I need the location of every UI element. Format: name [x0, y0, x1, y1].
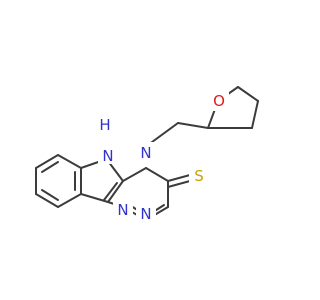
- bond: [57, 154, 82, 169]
- pyrrole-ring: [80, 159, 124, 203]
- double-bond-line: [41, 189, 59, 201]
- bond: [251, 100, 259, 129]
- thione-group: [167, 174, 191, 188]
- double-bond-line: [41, 161, 59, 173]
- atom-n1: N: [113, 201, 133, 219]
- benzene-ring: [35, 154, 82, 208]
- atom-label-h: H: [99, 116, 110, 134]
- bond: [35, 154, 59, 169]
- atom-label-n: N: [117, 201, 128, 219]
- structure-canvas: N H N N N S O: [35, 86, 259, 227]
- bond: [167, 174, 191, 182]
- atom-sulfur: S: [189, 167, 209, 185]
- molecule-structure: N H N N N S O: [35, 86, 259, 227]
- atom-nh-indole: N H: [95, 116, 118, 165]
- atom-label-s: S: [194, 167, 204, 185]
- bond: [35, 193, 59, 208]
- atom-label-n: N: [140, 144, 151, 162]
- bond: [177, 122, 209, 129]
- bond: [147, 122, 179, 146]
- atom-label-n: N: [140, 205, 151, 223]
- double-bond-line: [167, 180, 191, 188]
- bond: [107, 160, 124, 182]
- bond: [57, 193, 82, 208]
- double-bond-line: [103, 182, 118, 201]
- atom-label-n: N: [102, 147, 113, 165]
- bond: [107, 180, 124, 203]
- methylene-linker: [147, 122, 209, 146]
- atom-label-o: O: [213, 92, 225, 110]
- atom-n4: N: [136, 142, 156, 164]
- bond: [122, 167, 147, 182]
- atom-n2: N: [136, 205, 156, 227]
- bond: [237, 86, 259, 102]
- atom-oxygen: O: [209, 91, 229, 111]
- bond: [145, 167, 169, 182]
